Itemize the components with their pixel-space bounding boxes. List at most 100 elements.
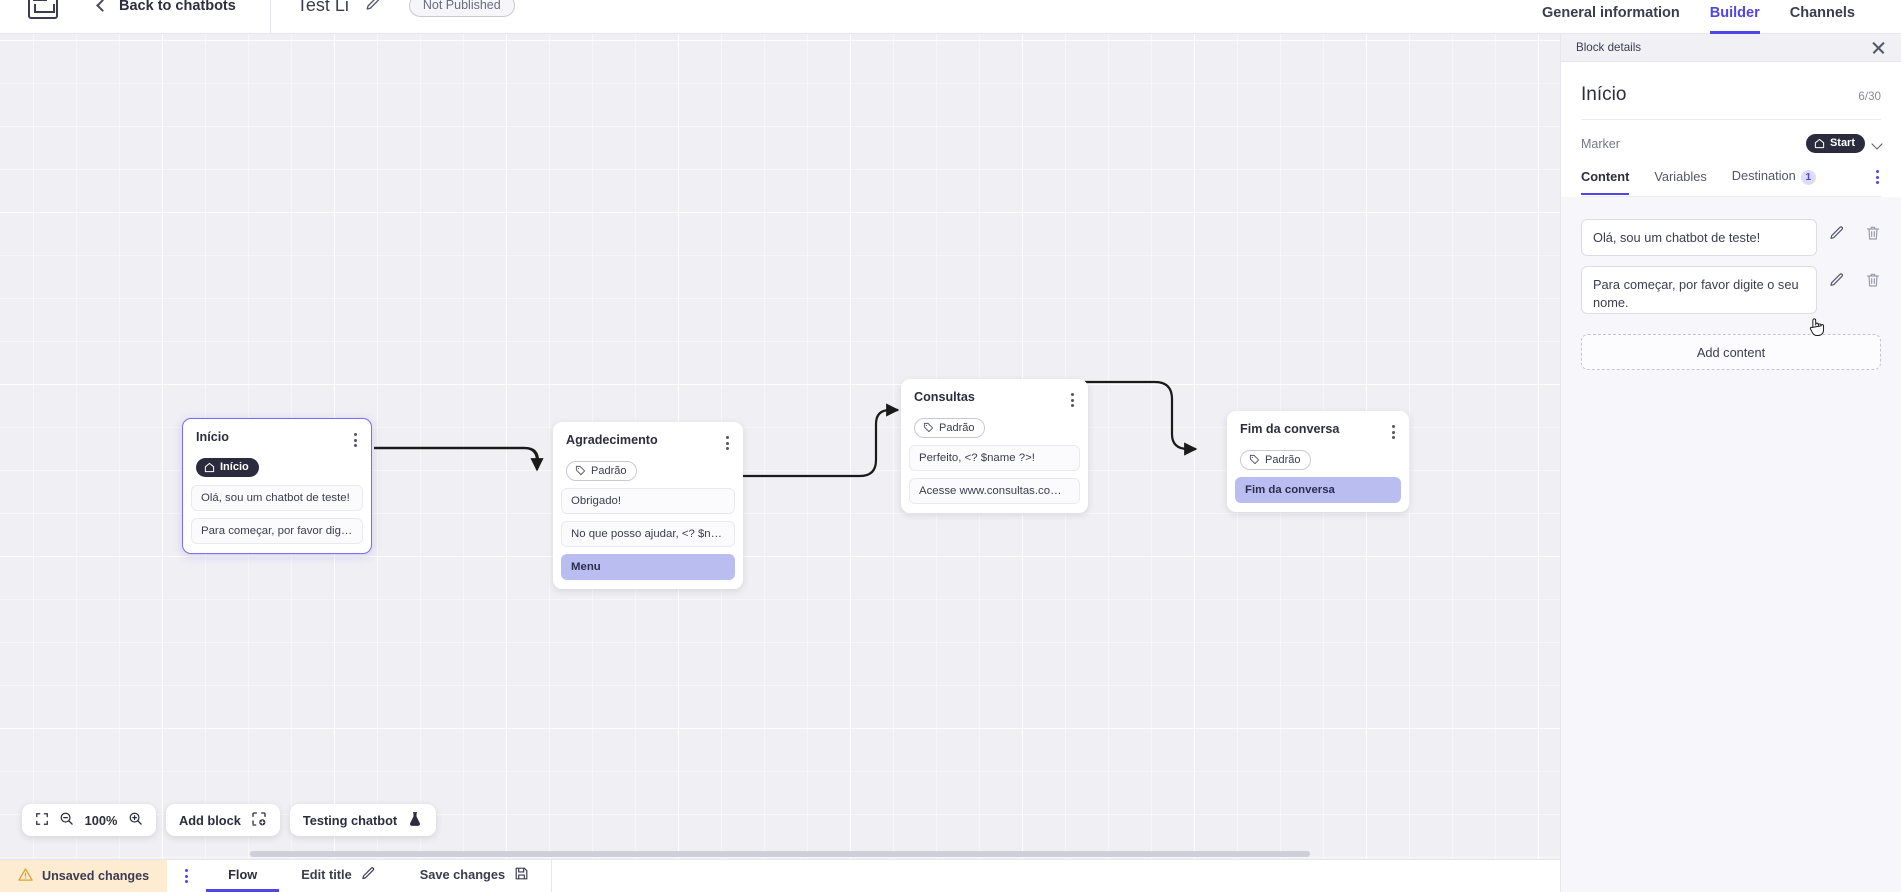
node-default-badge: Padrão — [566, 461, 638, 481]
node-header: Consultas — [901, 379, 1088, 410]
back-to-chatbots-button[interactable]: Back to chatbots — [96, 0, 236, 14]
tab-content[interactable]: Content — [1581, 169, 1630, 195]
node-badge-wrap: Padrão — [901, 410, 1088, 445]
zoom-out-icon[interactable] — [59, 811, 74, 829]
node-row[interactable]: Obrigado! — [561, 488, 735, 514]
node-menu-kebab-icon[interactable] — [1390, 422, 1397, 442]
panel-tabs-kebab-icon[interactable] — [1874, 167, 1881, 196]
node-row[interactable]: Acesse www.consultas.com par... — [909, 478, 1080, 504]
save-changes-label: Save changes — [419, 867, 506, 882]
flow-canvas[interactable]: Início Início Olá, sou um chatbot de tes… — [0, 34, 1560, 859]
home-icon — [204, 462, 215, 472]
unsaved-changes-indicator: Unsaved changes — [0, 860, 168, 892]
content-item-actions — [1829, 219, 1881, 246]
edit-title-button[interactable]: Edit title — [279, 860, 397, 892]
block-counter: 6/30 — [1858, 90, 1881, 103]
flow-node-fim-da-conversa[interactable]: Fim da conversa Padrão Fim da conversa — [1227, 411, 1409, 512]
node-row-list: Perfeito, <? $name ?>! Acesse www.consul… — [901, 445, 1088, 504]
chevron-left-icon — [96, 0, 109, 12]
content-item: Para começar, por favor digite o seu nom… — [1581, 266, 1881, 315]
tag-icon — [575, 465, 585, 476]
node-row[interactable]: Para começar, por favor digite o ... — [191, 517, 363, 544]
add-block-button[interactable]: Add block — [166, 804, 280, 836]
tab-variables[interactable]: Variables — [1654, 168, 1707, 184]
node-title: Agradecimento — [566, 433, 658, 447]
flow-node-agradecimento[interactable]: Agradecimento Padrão Obrigado! No que po… — [553, 422, 743, 589]
node-row[interactable]: No que posso ajudar, <? $name ... — [561, 521, 735, 547]
page-title: Início — [1581, 84, 1627, 105]
toolbar-divider — [269, 0, 271, 34]
bottom-bar-divider — [551, 860, 553, 892]
chevron-down-icon[interactable] — [1871, 137, 1883, 150]
node-row[interactable]: Fim da conversa — [1235, 477, 1401, 503]
panel-body: Início 6/30 Marker Start Content Variabl… — [1561, 62, 1901, 197]
node-menu-kebab-icon[interactable] — [724, 433, 731, 453]
flow-node-inicio[interactable]: Início Início Olá, sou um chatbot de tes… — [182, 418, 372, 554]
marker-start-badge: Start — [1805, 134, 1865, 153]
logo-icon[interactable] — [28, 0, 58, 19]
edit-title-pencil-icon[interactable] — [365, 0, 383, 17]
close-icon[interactable] — [1871, 40, 1886, 55]
flask-icon — [407, 811, 423, 830]
content-text[interactable]: Olá, sou um chatbot de teste! — [1581, 219, 1817, 257]
edit-content-pencil-icon[interactable] — [1829, 272, 1845, 293]
node-default-badge-label: Padrão — [939, 421, 975, 434]
zoom-level-label: 100% — [84, 812, 118, 828]
flow-node-consultas[interactable]: Consultas Padrão Perfeito, <? $name ?>! … — [901, 379, 1088, 513]
delete-content-trash-icon[interactable] — [1865, 225, 1881, 246]
bottom-bar-kebab-icon[interactable] — [167, 860, 206, 892]
delete-content-trash-icon[interactable] — [1865, 272, 1881, 293]
bottom-bar: Unsaved changes Flow Edit title Save cha… — [0, 859, 1560, 892]
testing-chatbot-button[interactable]: Testing chatbot — [289, 804, 437, 836]
node-row-menu[interactable]: Menu — [561, 554, 735, 580]
scrollbar-thumb[interactable] — [250, 851, 1310, 857]
node-header: Agradecimento — [553, 422, 743, 453]
fit-screen-icon[interactable] — [35, 812, 49, 829]
mouse-cursor-pointer — [1809, 318, 1825, 336]
marker-select[interactable]: Start — [1805, 134, 1883, 153]
node-menu-kebab-icon[interactable] — [352, 430, 359, 450]
node-default-badge: Padrão — [1240, 450, 1312, 470]
bottom-tab-flow[interactable]: Flow — [206, 860, 280, 892]
content-list: Olá, sou um chatbot de teste! Para começ… — [1561, 197, 1901, 315]
tab-destination-label: Destination — [1731, 167, 1796, 183]
tab-channels[interactable]: Channels — [1789, 4, 1855, 21]
header-tabs: General information Builder Channels — [1542, 0, 1901, 34]
panel-header-label: Block details — [1576, 41, 1642, 54]
block-details-panel: Block details Início 6/30 Marker Start — [1560, 34, 1901, 892]
marker-value-label: Start — [1829, 137, 1855, 149]
warning-icon — [18, 867, 33, 885]
node-title: Fim da conversa — [1240, 422, 1340, 436]
node-row[interactable]: Perfeito, <? $name ?>! — [909, 445, 1080, 471]
node-menu-kebab-icon[interactable] — [1069, 390, 1076, 410]
node-default-badge: Padrão — [914, 418, 986, 438]
content-text[interactable]: Para começar, por favor digite o seu nom… — [1581, 266, 1817, 315]
node-badge-wrap: Padrão — [1227, 442, 1409, 477]
add-content-button[interactable]: Add content — [1581, 334, 1881, 371]
node-default-badge-label: Padrão — [591, 464, 627, 477]
add-block-icon — [251, 811, 267, 830]
panel-header: Block details — [1561, 34, 1901, 62]
content-item-actions — [1829, 266, 1881, 293]
tab-builder[interactable]: Builder — [1709, 5, 1760, 34]
node-row[interactable]: Olá, sou um chatbot de teste! — [191, 484, 363, 511]
save-changes-button[interactable]: Save changes — [398, 860, 551, 892]
testing-chatbot-label: Testing chatbot — [302, 812, 398, 828]
zoom-in-icon[interactable] — [128, 811, 143, 829]
zoom-controls: 100% — [22, 804, 156, 836]
node-header: Fim da conversa — [1227, 411, 1409, 442]
back-to-chatbots-label: Back to chatbots — [119, 0, 236, 14]
tab-general-information[interactable]: General information — [1542, 4, 1680, 21]
publish-status-badge: Not Published — [408, 0, 515, 17]
node-title: Consultas — [914, 390, 975, 404]
edit-content-pencil-icon[interactable] — [1829, 225, 1845, 246]
content-item: Olá, sou um chatbot de teste! — [1581, 219, 1881, 257]
canvas-horizontal-scrollbar[interactable] — [0, 850, 1560, 859]
tag-icon — [923, 422, 933, 433]
bottom-tab-flow-label: Flow — [228, 867, 258, 882]
node-start-badge-label: Início — [220, 461, 249, 473]
node-default-badge-label: Padrão — [1265, 453, 1301, 466]
